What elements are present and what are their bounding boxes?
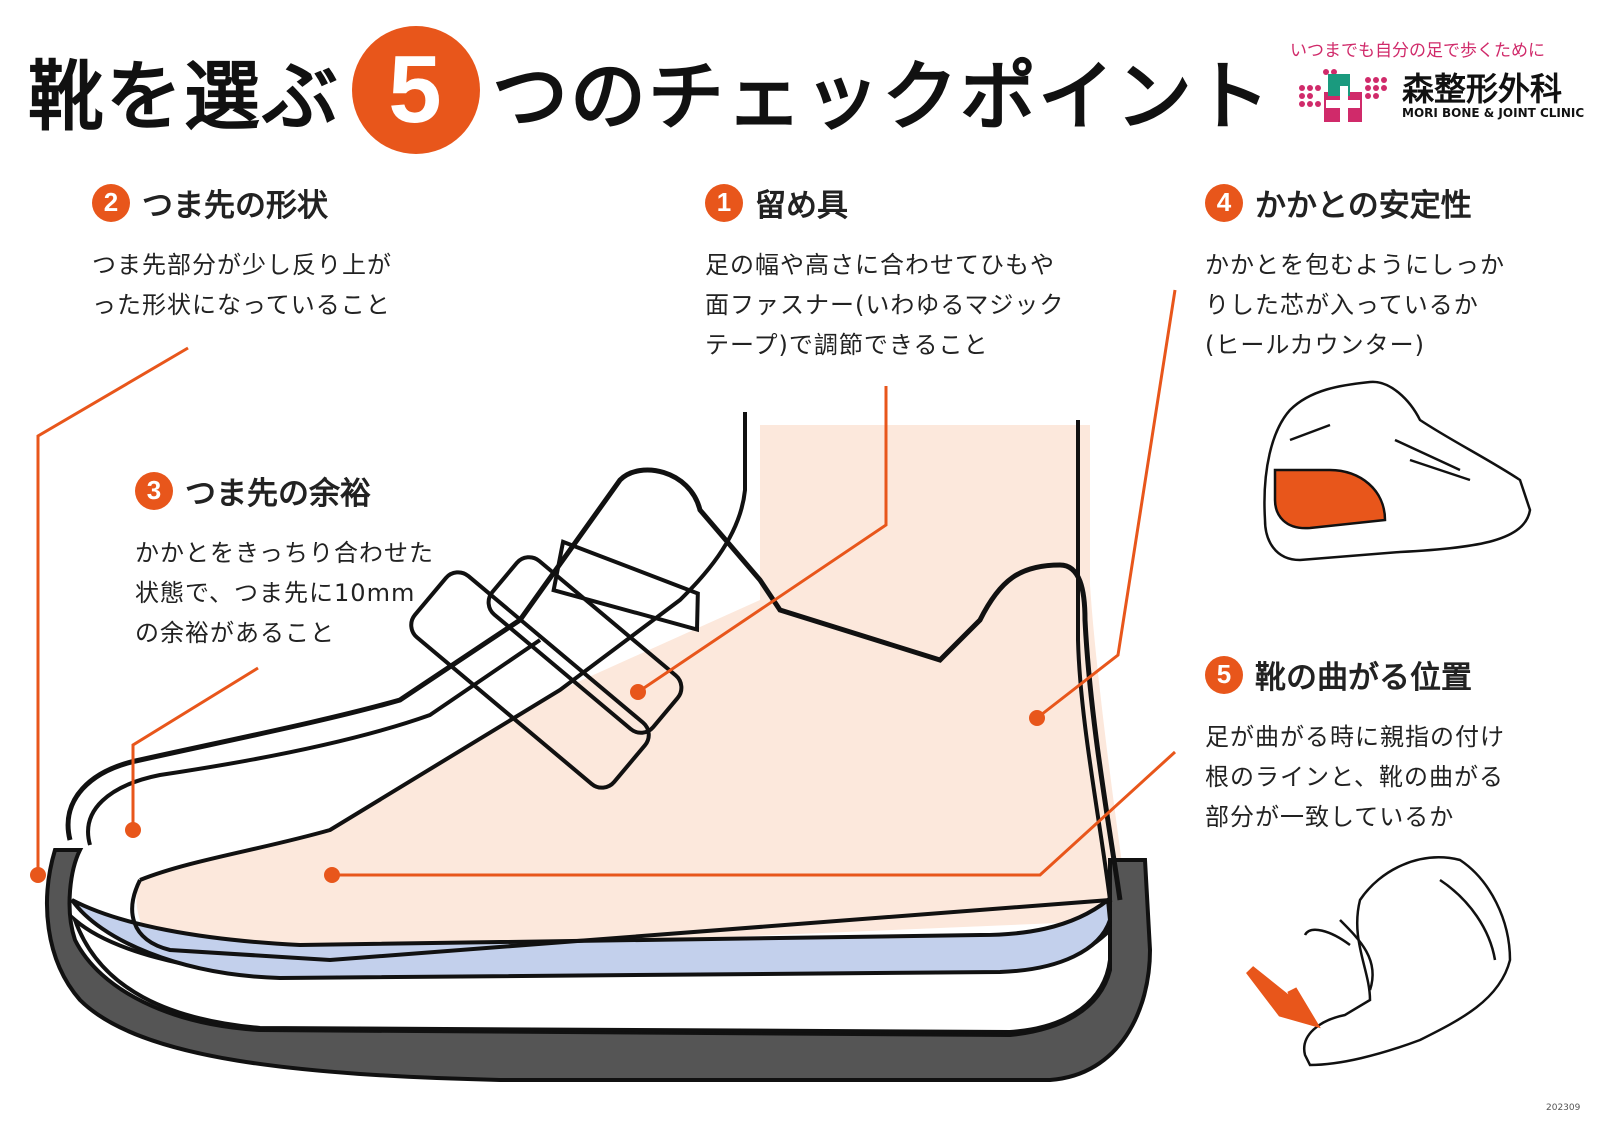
velcro-strap-2 — [409, 570, 651, 790]
point-2-line: った形状になっていること — [92, 291, 391, 319]
point-5-title: 靴の曲がる位置 — [1255, 660, 1472, 696]
point-5-body: 足が曲がる時に親指の付け 根のラインと、靴の曲がる 部分が一致しているか — [1205, 717, 1505, 837]
logo-clinic-name: 森整形外科 — [1402, 70, 1563, 108]
point-3-body: かかとをきっちり合わせた 状態で、つま先に10mm の余裕があること — [135, 533, 434, 653]
point-2: 2 つま先の形状 つま先部分が少し反り上が った形状になっていること — [92, 180, 392, 325]
logo-english-name: MORI BONE & JOINT CLINIC — [1402, 106, 1585, 120]
title-part2: つのチェックポイント — [492, 52, 1272, 141]
callout-dot-2 — [30, 867, 46, 883]
outsole — [45, 848, 1153, 1082]
clinic-logo: いつまでも自分の足で歩くために 森整形外科 MORI BONE & JOINT … — [1290, 34, 1590, 124]
page-title: 靴を選ぶ 5 つのチェックポイント — [28, 26, 1272, 154]
shoe-upper — [65, 467, 1123, 901]
point-5-heading: 5 靴の曲がる位置 — [1205, 652, 1505, 697]
point-5-line: 根のラインと、靴の曲がる — [1205, 763, 1505, 791]
flexing-shoe — [1302, 856, 1512, 1067]
point-4-line: かかとを包むようにしっか — [1205, 251, 1505, 279]
point-1-number: 1 — [705, 183, 743, 222]
document-code: 202309 — [1546, 1103, 1581, 1113]
point-3-heading: 3 つま先の余裕 — [135, 468, 434, 513]
callout-line-1 — [637, 386, 888, 694]
point-2-heading: 2 つま先の形状 — [92, 180, 392, 225]
point-1-line: テープ)で調節できること — [705, 331, 989, 359]
cross-logo-icon — [1299, 69, 1387, 122]
title-part1: 靴を選ぶ — [28, 52, 340, 141]
point-1-heading: 1 留め具 — [705, 180, 1064, 225]
callout-line-5 — [332, 750, 1177, 877]
point-3: 3 つま先の余裕 かかとをきっちり合わせた 状態で、つま先に10mm の余裕があ… — [135, 468, 434, 653]
point-3-number: 3 — [135, 471, 173, 510]
callout-dot-5 — [324, 867, 340, 883]
point-3-title: つま先の余裕 — [185, 476, 371, 512]
shoe-upper-inner — [86, 638, 542, 846]
callout-line-4 — [1036, 289, 1177, 720]
point-4-number: 4 — [1205, 183, 1243, 222]
point-4-heading: 4 かかとの安定性 — [1205, 180, 1505, 225]
callout-line-2 — [36, 346, 189, 875]
point-1-body: 足の幅や高さに合わせてひもや 面ファスナー(いわゆるマジック テープ)で調節でき… — [705, 245, 1064, 365]
point-3-line: かかとをきっちり合わせた — [135, 539, 435, 567]
foot-outline — [130, 412, 1113, 963]
logo-tagline: いつまでも自分の足で歩くために — [1290, 41, 1545, 61]
point-1-line: 足の幅や高さに合わせてひもや — [705, 251, 1055, 279]
point-1-title: 留め具 — [755, 188, 848, 224]
point-4: 4 かかとの安定性 かかとを包むようにしっか りした芯が入っているか (ヒールカ… — [1205, 180, 1505, 365]
point-4-title: かかとの安定性 — [1255, 188, 1472, 224]
title-number-badge: 5 — [352, 26, 480, 154]
velcro-strap-3 — [486, 555, 684, 735]
point-2-title: つま先の形状 — [142, 188, 328, 224]
point-4-body: かかとを包むようにしっか りした芯が入っているか (ヒールカウンター) — [1205, 245, 1505, 365]
point-4-line: (ヒールカウンター) — [1205, 331, 1426, 359]
point-1-line: 面ファスナー(いわゆるマジック — [705, 291, 1065, 319]
callout-line-3 — [131, 666, 259, 830]
arrow-icon — [1246, 966, 1321, 1029]
point-3-line: の余裕があること — [135, 619, 335, 647]
point-5-line: 足が曲がる時に親指の付け — [1205, 723, 1505, 751]
point-5: 5 靴の曲がる位置 足が曲がる時に親指の付け 根のラインと、靴の曲がる 部分が一… — [1205, 652, 1505, 837]
heel-counter-shoe — [1263, 380, 1532, 562]
callout-dot-4 — [1029, 710, 1045, 726]
point-2-body: つま先部分が少し反り上が った形状になっていること — [92, 245, 392, 325]
point-2-line: つま先部分が少し反り上が — [92, 251, 392, 279]
point-5-number: 5 — [1205, 655, 1243, 694]
callout-dot-1 — [630, 684, 646, 700]
point-2-number: 2 — [92, 183, 130, 222]
point-3-line: 状態で、つま先に10mm — [135, 579, 416, 607]
point-4-line: りした芯が入っているか — [1205, 291, 1479, 319]
callout-dot-3 — [125, 822, 141, 838]
point-1: 1 留め具 足の幅や高さに合わせてひもや 面ファスナー(いわゆるマジック テープ… — [705, 180, 1064, 365]
point-5-line: 部分が一致しているか — [1205, 803, 1455, 831]
